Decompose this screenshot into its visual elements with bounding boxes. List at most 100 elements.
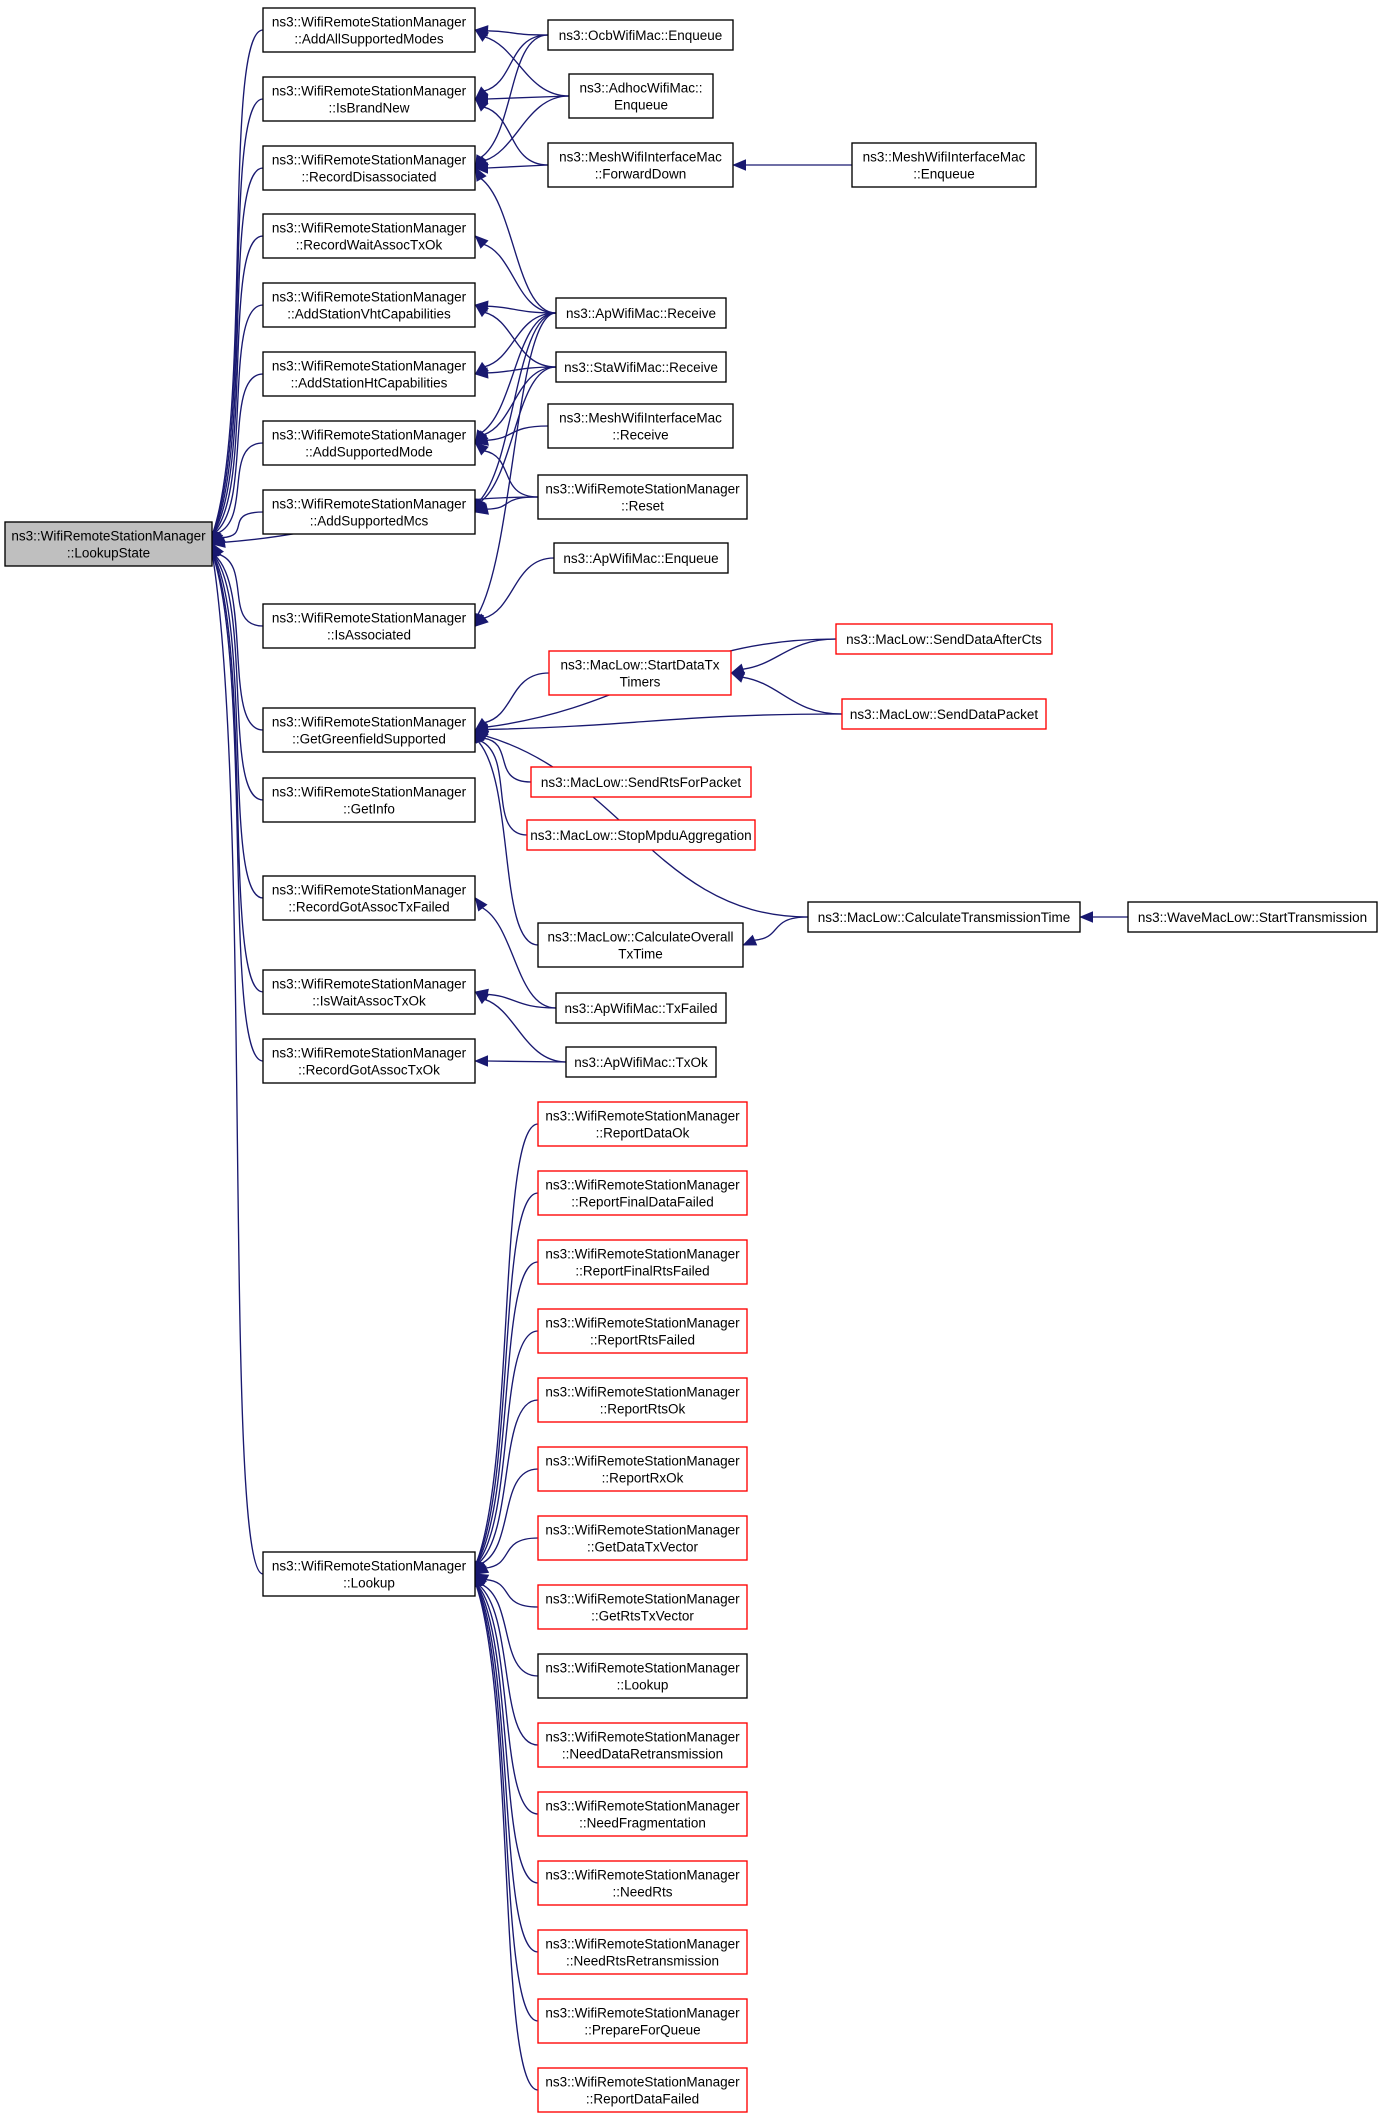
graph-node-n4[interactable]: ns3::WifiRemoteStationManager::RecordWai… [262,213,476,259]
graph-node-n3[interactable]: ns3::WifiRemoteStationManager::RecordDis… [262,145,476,191]
graph-node-f2[interactable]: ns3::MacLow::SendDataAfterCts [835,623,1053,655]
node-label: ns3::WifiRemoteStationManager [545,1247,740,1262]
graph-node-n12[interactable]: ns3::WifiRemoteStationManager::RecordGot… [262,875,476,921]
graph-node-m5[interactable]: ns3::StaWifiMac::Receive [555,351,727,383]
graph-node-n8[interactable]: ns3::WifiRemoteStationManager::AddSuppor… [262,489,476,535]
node-label: ::ReportFinalRtsFailed [575,1264,709,1279]
arrowhead-m2-n1 [474,29,490,42]
node-box [262,875,476,921]
node-box [537,2067,748,2113]
node-label: ::Receive [612,428,668,443]
graph-node-n6[interactable]: ns3::WifiRemoteStationManager::AddStatio… [262,351,476,397]
graph-node-r6[interactable]: ns3::WifiRemoteStationManager::ReportRxO… [537,1446,748,1492]
graph-node-n13[interactable]: ns3::WifiRemoteStationManager::IsWaitAss… [262,969,476,1015]
graph-node-n15[interactable]: ns3::WifiRemoteStationManager::Lookup [262,1551,476,1597]
graph-node-m13[interactable]: ns3::ApWifiMac::TxFailed [555,992,727,1024]
graph-node-f1[interactable]: ns3::MeshWifiInterfaceMac::Enqueue [851,142,1037,188]
node-box [537,1239,748,1285]
node-box [841,698,1047,730]
node-label: ns3::WifiRemoteStationManager [545,1661,740,1676]
node-box [262,7,476,53]
call-edge-n8-n0 [222,511,264,539]
graph-node-m4[interactable]: ns3::ApWifiMac::Receive [555,297,727,329]
node-box [262,1038,476,1084]
call-edge-m2-n1 [484,36,570,97]
node-label: ns3::ApWifiMac::Receive [566,306,716,321]
arrowhead-m7-n7 [474,442,489,456]
node-label: ns3::WifiRemoteStationManager [545,1454,740,1469]
arrowhead-f4-n10 [474,729,490,742]
graph-node-f5[interactable]: ns3::WaveMacLow::StartTransmission [1127,901,1378,933]
graph-node-r11[interactable]: ns3::WifiRemoteStationManager::NeedFragm… [537,1791,748,1837]
graph-node-m1[interactable]: ns3::OcbWifiMac::Enqueue [547,19,734,51]
node-label: ::AddAllSupportedModes [294,32,444,47]
node-label: ::Lookup [617,1678,669,1693]
node-label: ns3::WaveMacLow::StartTransmission [1138,910,1367,925]
graph-node-n11[interactable]: ns3::WifiRemoteStationManager::GetInfo [262,777,476,823]
graph-node-r4[interactable]: ns3::WifiRemoteStationManager::ReportRts… [537,1308,748,1354]
call-edge-f2-m9 [742,638,837,670]
call-edge-m5-n5 [484,311,557,368]
node-label: ns3::WifiRemoteStationManager [545,1385,740,1400]
call-edge-m1-n1 [486,30,549,36]
node-box [262,777,476,823]
node-label: ns3::WifiRemoteStationManager [545,1868,740,1883]
graph-node-m14[interactable]: ns3::ApWifiMac::TxOk [565,1046,717,1078]
graph-node-m2[interactable]: ns3::AdhocWifiMac::Enqueue [568,73,714,119]
node-box [537,1722,748,1768]
graph-node-r13[interactable]: ns3::WifiRemoteStationManager::NeedRtsRe… [537,1929,748,1975]
graph-node-n5[interactable]: ns3::WifiRemoteStationManager::AddStatio… [262,282,476,328]
call-edge-m1-n3 [480,34,549,159]
graph-node-n9[interactable]: ns3::WifiRemoteStationManager::IsAssocia… [262,603,476,649]
graph-node-n0[interactable]: ns3::WifiRemoteStationManager::LookupSta… [4,521,213,567]
node-label: ns3::WifiRemoteStationManager [545,1523,740,1538]
call-edge-m4-n5 [486,305,557,314]
graph-node-m3[interactable]: ns3::MeshWifiInterfaceMac::ForwardDown [547,142,734,188]
graph-node-r5[interactable]: ns3::WifiRemoteStationManager::ReportRts… [537,1377,748,1423]
call-edge-n14-n0 [212,555,264,1062]
graph-node-r15[interactable]: ns3::WifiRemoteStationManager::ReportDat… [537,2067,748,2113]
node-label: ::ReportRtsFailed [590,1333,695,1348]
graph-node-r8[interactable]: ns3::WifiRemoteStationManager::GetRtsTxV… [537,1584,748,1630]
graph-node-r1[interactable]: ns3::WifiRemoteStationManager::ReportDat… [537,1101,748,1147]
graph-node-n7[interactable]: ns3::WifiRemoteStationManager::AddSuppor… [262,420,476,466]
graph-node-r3[interactable]: ns3::WifiRemoteStationManager::ReportFin… [537,1239,748,1285]
graph-node-f4[interactable]: ns3::MacLow::CalculateTransmissionTime [807,901,1081,933]
graph-node-n10[interactable]: ns3::WifiRemoteStationManager::GetGreenf… [262,707,476,753]
arrowhead-m5-n6 [474,367,489,379]
call-edge-m5-n8 [480,366,557,503]
graph-node-r9[interactable]: ns3::WifiRemoteStationManager::Lookup [537,1653,748,1699]
node-label: ::GetDataTxVector [587,1540,699,1555]
graph-node-n2[interactable]: ns3::WifiRemoteStationManager::IsBrandNe… [262,76,476,122]
node-label: ns3::MacLow::SendDataAfterCts [846,632,1042,647]
node-box [537,1860,748,1906]
node-label: ::IsWaitAssocTxOk [312,994,426,1009]
graph-node-n1[interactable]: ns3::WifiRemoteStationManager::AddAllSup… [262,7,476,53]
graph-node-r10[interactable]: ns3::WifiRemoteStationManager::NeedDataR… [537,1722,748,1768]
node-label: ns3::WifiRemoteStationManager [545,1592,740,1607]
arrowhead-m4-n4 [474,235,489,249]
node-label: ns3::WifiRemoteStationManager [272,497,467,512]
call-edge-r15-n15 [475,1585,539,2091]
graph-node-m6[interactable]: ns3::MeshWifiInterfaceMac::Receive [547,403,734,449]
call-edge-n6-n0 [215,373,264,534]
graph-node-m10[interactable]: ns3::MacLow::SendRtsForPacket [530,766,752,798]
node-label: ns3::WifiRemoteStationManager [272,1046,467,1061]
node-box [262,603,476,649]
graph-node-r2[interactable]: ns3::WifiRemoteStationManager::ReportFin… [537,1170,748,1216]
call-edge-m7-n8 [486,496,539,510]
graph-node-r14[interactable]: ns3::WifiRemoteStationManager::PrepareFo… [537,1998,748,2044]
call-edge-m2-n2 [486,95,570,100]
arrowhead-f1-m3 [732,159,746,171]
graph-node-n14[interactable]: ns3::WifiRemoteStationManager::RecordGot… [262,1038,476,1084]
graph-node-r12[interactable]: ns3::WifiRemoteStationManager::NeedRts [537,1860,748,1906]
graph-node-m11[interactable]: ns3::MacLow::StopMpduAggregation [526,819,756,851]
node-label: ns3::WifiRemoteStationManager [545,482,740,497]
graph-node-m7[interactable]: ns3::WifiRemoteStationManager::Reset [537,474,748,520]
graph-node-m8[interactable]: ns3::ApWifiMac::Enqueue [553,542,729,574]
graph-node-f3[interactable]: ns3::MacLow::SendDataPacket [841,698,1047,730]
node-label: ::ReportRxOk [602,1471,684,1486]
graph-node-r7[interactable]: ns3::WifiRemoteStationManager::GetDataTx… [537,1515,748,1561]
